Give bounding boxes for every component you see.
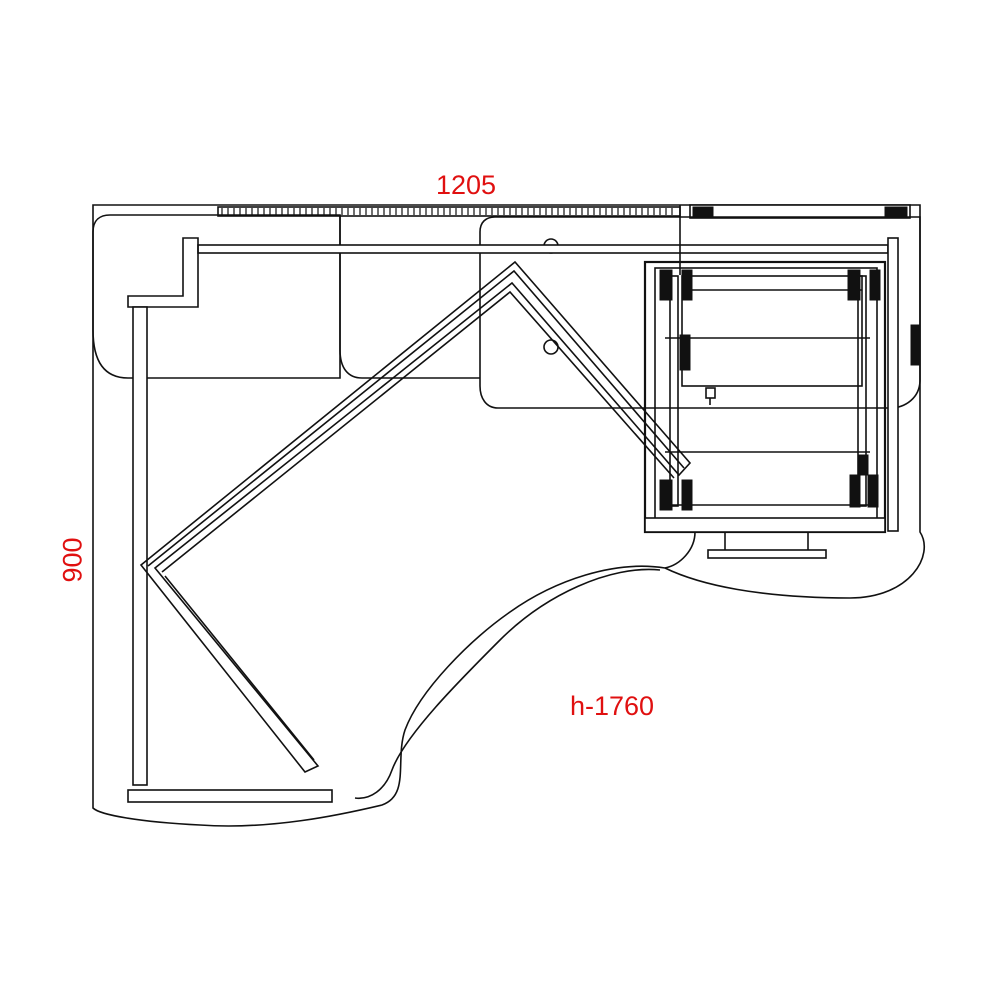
runner-right bbox=[857, 275, 867, 507]
bottom-left-rail bbox=[127, 789, 333, 803]
side-block-right bbox=[910, 324, 920, 366]
hinge-block-tr bbox=[847, 269, 861, 301]
right-top-rail bbox=[689, 204, 911, 219]
right-top-rail-cap-left bbox=[692, 206, 714, 217]
hinge-block-br2 bbox=[867, 474, 879, 508]
shelf-panel-middle bbox=[339, 215, 480, 379]
top-rail-hatch bbox=[221, 208, 673, 215]
back-rail bbox=[197, 244, 889, 254]
diagonal-frame-outer bbox=[139, 260, 692, 773]
left-frame-bracket bbox=[127, 237, 199, 308]
hinge-block-mr bbox=[857, 454, 869, 476]
right-vertical-post bbox=[887, 237, 899, 532]
right-top-rail-cap-right bbox=[884, 206, 908, 217]
hinge-block-tr2 bbox=[869, 269, 881, 301]
hinge-block-tl2 bbox=[681, 269, 693, 301]
cable-hole-bottom bbox=[543, 339, 559, 355]
hinge-block-tl bbox=[659, 269, 673, 301]
pedestal-outer bbox=[643, 260, 887, 534]
drawer-top bbox=[681, 275, 863, 387]
dimension-height-label: h-1760 bbox=[570, 691, 655, 721]
left-side-rail bbox=[132, 306, 148, 786]
drawer-handle bbox=[705, 387, 716, 399]
curve-inner-edge bbox=[354, 568, 661, 799]
hinge-block-ml bbox=[679, 334, 691, 371]
hinge-block-bl2 bbox=[681, 479, 693, 511]
front-foot bbox=[707, 549, 827, 559]
desktop-outline bbox=[92, 204, 925, 827]
dimension-width-label: 1205 bbox=[436, 170, 497, 200]
pedestal-curve bbox=[664, 531, 696, 569]
hinge-block-br bbox=[849, 474, 861, 508]
runner-left bbox=[669, 275, 679, 507]
diagonal-frame-inner bbox=[147, 269, 685, 761]
shelf-panel-left bbox=[92, 214, 341, 379]
hinge-block-bl bbox=[659, 479, 673, 511]
dimension-depth-label: 900 bbox=[57, 537, 88, 583]
pedestal-base bbox=[644, 517, 886, 533]
shelf-panel-right bbox=[479, 216, 921, 409]
